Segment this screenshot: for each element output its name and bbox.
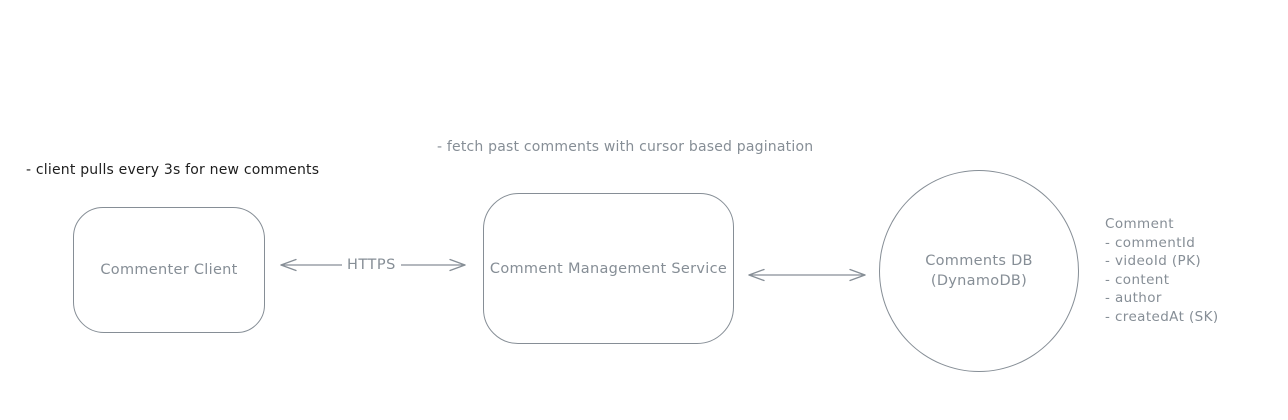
node-commenter-client[interactable]: Commenter Client — [73, 207, 265, 333]
schema-field-videoid: - videoId (PK) — [1105, 253, 1202, 269]
node-comments-db-label-line1: Comments DB — [925, 252, 1033, 269]
node-comments-db[interactable]: Comments DB (DynamoDB) — [879, 170, 1079, 372]
note-client-polling: - client pulls every 3s for new comments — [26, 162, 320, 178]
node-comment-management-service[interactable]: Comment Management Service — [483, 193, 734, 344]
schema-field-content: - content — [1105, 271, 1170, 288]
schema-comment: Comment - commentId - videoId (PK) - con… — [1105, 215, 1219, 326]
node-comment-management-service-label: Comment Management Service — [489, 260, 728, 277]
note-fetch-pagination: - fetch past comments with cursor based … — [437, 139, 814, 155]
node-comments-db-label-line2: (DynamoDB) — [930, 273, 1028, 289]
node-commenter-client-label: Commenter Client — [100, 262, 238, 278]
schema-field-commentid: - commentId — [1105, 234, 1196, 251]
schema-title: Comment — [1105, 216, 1174, 232]
node-comments-db-label: Comments DB (DynamoDB) — [925, 251, 1033, 292]
schema-field-createdat: - createdAt (SK) — [1105, 308, 1219, 325]
arrow-service-db[interactable] — [744, 265, 870, 285]
schema-field-author: - author — [1105, 290, 1162, 306]
edge-label-https: HTTPS — [342, 257, 401, 273]
